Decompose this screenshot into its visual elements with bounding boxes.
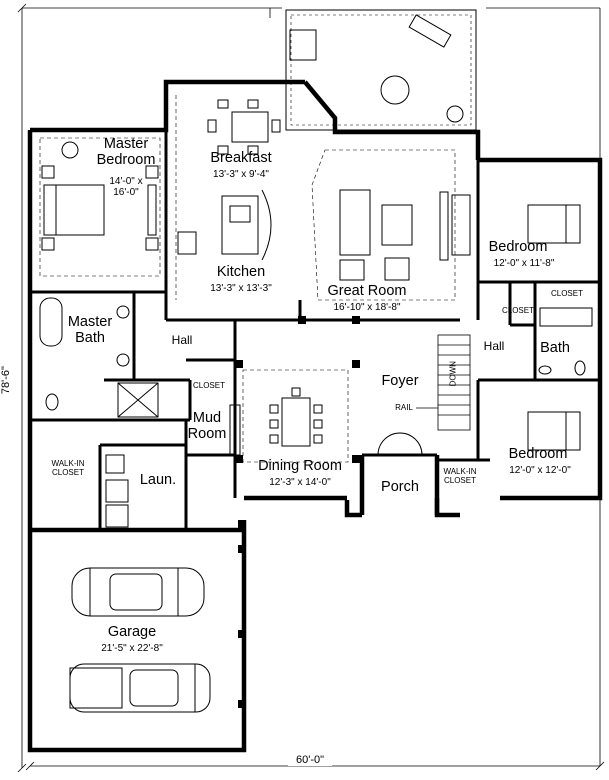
foyer-label: Foyer: [381, 373, 419, 389]
dining-table-icon: [269, 387, 323, 447]
breakfast-table-icon: [207, 99, 281, 155]
laundry-fixtures-icon: [105, 404, 241, 528]
kitchen-island-icon: [177, 189, 272, 261]
depth-dimension-label: 78'-6": [0, 366, 12, 395]
master-bath-label: Master Bath: [67, 314, 113, 346]
master-bed-icon: [43, 141, 157, 236]
bath-closet-label: CLOSET: [501, 306, 534, 315]
lower-bedroom-label: Bedroom: [508, 446, 568, 462]
garage-dimensions: 21'-5" x 22'-8": [101, 643, 163, 654]
dining-room-dimensions: 12'-3" x 14'-0": [269, 477, 331, 488]
patio-furniture-icon: [289, 14, 464, 123]
dining-room-label: Dining Room: [258, 458, 342, 474]
master-bedroom-label: Master Bedroom: [96, 136, 156, 168]
left-walkin-closet-label: WALK-IN CLOSET: [51, 459, 85, 477]
upper-closet-label: CLOSET: [550, 289, 583, 298]
kitchen-dimensions: 13'-3" x 13'-3": [210, 283, 272, 294]
upper-bedroom-dimensions: 12'-0" x 11'-8": [493, 258, 555, 269]
master-bedroom-dimensions: 14'-0" x 16'-0": [109, 176, 143, 198]
great-room-label: Great Room: [327, 283, 407, 299]
bath-label: Bath: [540, 340, 570, 356]
width-dimension-label: 60'-0": [288, 754, 332, 767]
hall-right-label: Hall: [483, 339, 505, 353]
master-bath-fixtures-icon: [39, 297, 159, 418]
upper-bedroom-label: Bedroom: [488, 239, 548, 255]
ceiling-lines: [39, 95, 456, 463]
porch-label: Porch: [381, 479, 419, 495]
great-room-dimensions: 16'-10" x 18'-8": [333, 302, 401, 313]
interior-walls: [30, 130, 600, 530]
car-icon: [71, 567, 205, 617]
exterior-walls: [27, 79, 603, 753]
great-room-furniture-icon: [339, 189, 471, 281]
truck-icon: [69, 663, 211, 713]
lower-bedroom-bed-icon: [527, 411, 581, 451]
stairs-down-label: DOWN: [448, 361, 458, 387]
right-walkin-closet-label: WALK-IN CLOSET: [443, 467, 477, 485]
columns: [41, 165, 360, 708]
lower-bedroom-dimensions: 12'-0" x 12'-0": [509, 465, 571, 476]
laundry-label: Laun.: [139, 472, 177, 488]
mud-room-label: Mud Room: [187, 410, 227, 442]
hall-left-label: Hall: [171, 333, 193, 347]
left-closet-label: CLOSET: [192, 381, 225, 390]
breakfast-label: Breakfast: [210, 150, 272, 166]
bath-fixtures-icon: [538, 307, 593, 376]
upper-bedroom-bed-icon: [527, 204, 581, 244]
kitchen-label: Kitchen: [216, 264, 266, 280]
breakfast-dimensions: 13'-3" x 9'-4": [213, 169, 269, 180]
rail-label: RAIL: [395, 403, 413, 412]
stairs-icon: [416, 334, 471, 431]
entry-doors-icon: [377, 432, 423, 456]
garage-label: Garage: [107, 624, 157, 640]
